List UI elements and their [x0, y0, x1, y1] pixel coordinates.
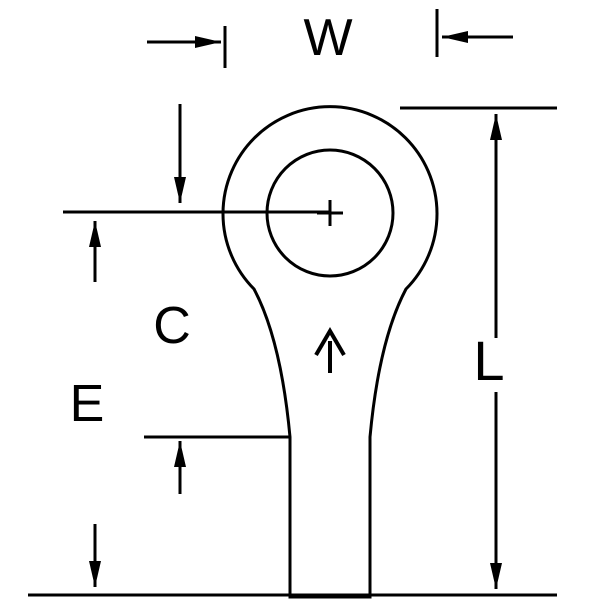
dimension-l: [400, 106, 557, 589]
label-l: L: [473, 329, 504, 392]
label-c: C: [153, 297, 191, 355]
terminal-body-outline: [221, 105, 439, 599]
stamp-up-arrow-icon: [314, 327, 346, 373]
dimension-w: [147, 9, 513, 68]
label-w: W: [303, 9, 352, 67]
dimension-labels: W C E L: [70, 9, 505, 433]
label-e: E: [70, 375, 105, 433]
drawing-lines: [28, 9, 557, 599]
